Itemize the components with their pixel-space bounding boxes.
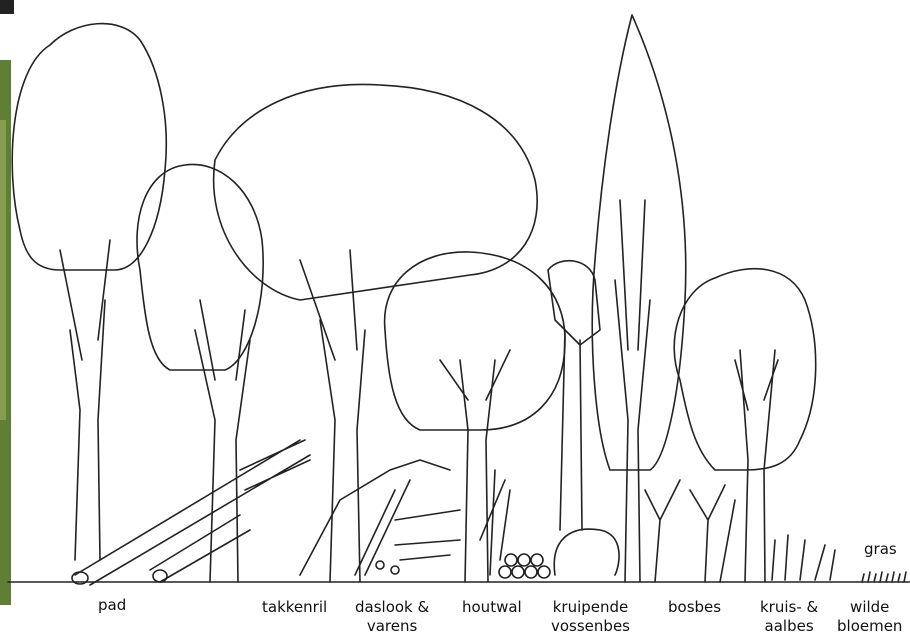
corner-block — [0, 0, 14, 14]
label-kruis-line2: aalbes — [760, 617, 818, 636]
label-daslook-line2: varens — [355, 617, 429, 636]
tree-trunk-2 — [195, 300, 250, 582]
label-bosbes: bosbes — [668, 598, 721, 617]
tree-trunk-3 — [300, 250, 365, 582]
log-pad — [75, 440, 310, 585]
currant-shrubs — [772, 535, 835, 580]
log-stack-4 — [538, 566, 550, 578]
label-wilde: wilde bloemen — [837, 598, 902, 636]
tree-trunk-6 — [615, 200, 650, 582]
tree-crown-2 — [137, 164, 263, 370]
tree-crown-4 — [385, 252, 565, 430]
log-stack-3 — [525, 566, 537, 578]
groundcover-shrub — [554, 529, 619, 575]
label-pad: pad — [98, 596, 126, 615]
label-wilde-line2: bloemen — [837, 617, 902, 636]
label-kruipende: kruipende vossenbes — [551, 598, 630, 636]
label-daslook: daslook & varens — [355, 598, 429, 636]
tree-crown-6 — [592, 15, 685, 470]
grass-tufts — [862, 572, 906, 582]
fern-plants — [395, 510, 460, 560]
log-end-pad-2 — [153, 570, 167, 582]
bosbes-shrubs — [645, 480, 735, 582]
tree-trunk-1 — [60, 240, 110, 560]
label-kruis: kruis- & aalbes — [760, 598, 818, 636]
log-stack-7 — [531, 554, 543, 566]
label-kruis-line1: kruis- & — [760, 598, 818, 617]
tree-crown-3 — [214, 84, 538, 300]
log-stack-6 — [518, 554, 530, 566]
log-stack-5 — [505, 554, 517, 566]
label-daslook-line1: daslook & — [355, 598, 429, 617]
label-takkenril: takkenril — [262, 598, 327, 617]
daslook-bulb-2 — [391, 566, 399, 574]
photo-edge-strip-highlight — [0, 120, 6, 420]
log-stack-2 — [512, 566, 524, 578]
label-gras: gras — [864, 540, 897, 559]
daslook-bulb-1 — [376, 561, 384, 569]
label-houtwal: houtwal — [462, 598, 522, 617]
tree-crown-7 — [674, 269, 815, 470]
label-kruipende-line1: kruipende — [551, 598, 630, 617]
tree-trunk-4 — [440, 350, 510, 582]
log-stack-1 — [499, 566, 511, 578]
label-wilde-line1: wilde — [837, 598, 902, 617]
label-kruipende-line2: vossenbes — [551, 617, 630, 636]
tree-crown-1 — [12, 24, 166, 270]
